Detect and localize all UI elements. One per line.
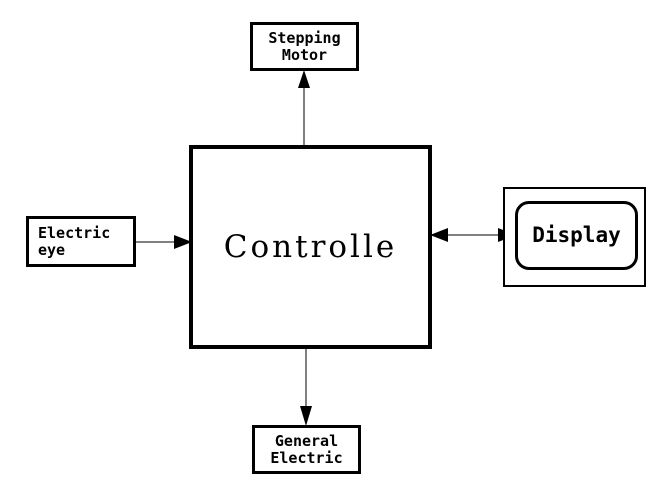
node-controller: Controlle	[189, 145, 432, 349]
node-stepping-motor: Stepping Motor	[250, 22, 359, 71]
connector-controller-to-general-electric	[298, 346, 314, 428]
node-general-electric: General Electric	[252, 425, 361, 474]
node-electric-eye: Electric eye	[26, 216, 136, 267]
node-display: Display	[515, 201, 638, 270]
connector-electric-eye-to-controller	[134, 233, 194, 251]
connector-controller-to-stepping-motor	[296, 68, 312, 148]
